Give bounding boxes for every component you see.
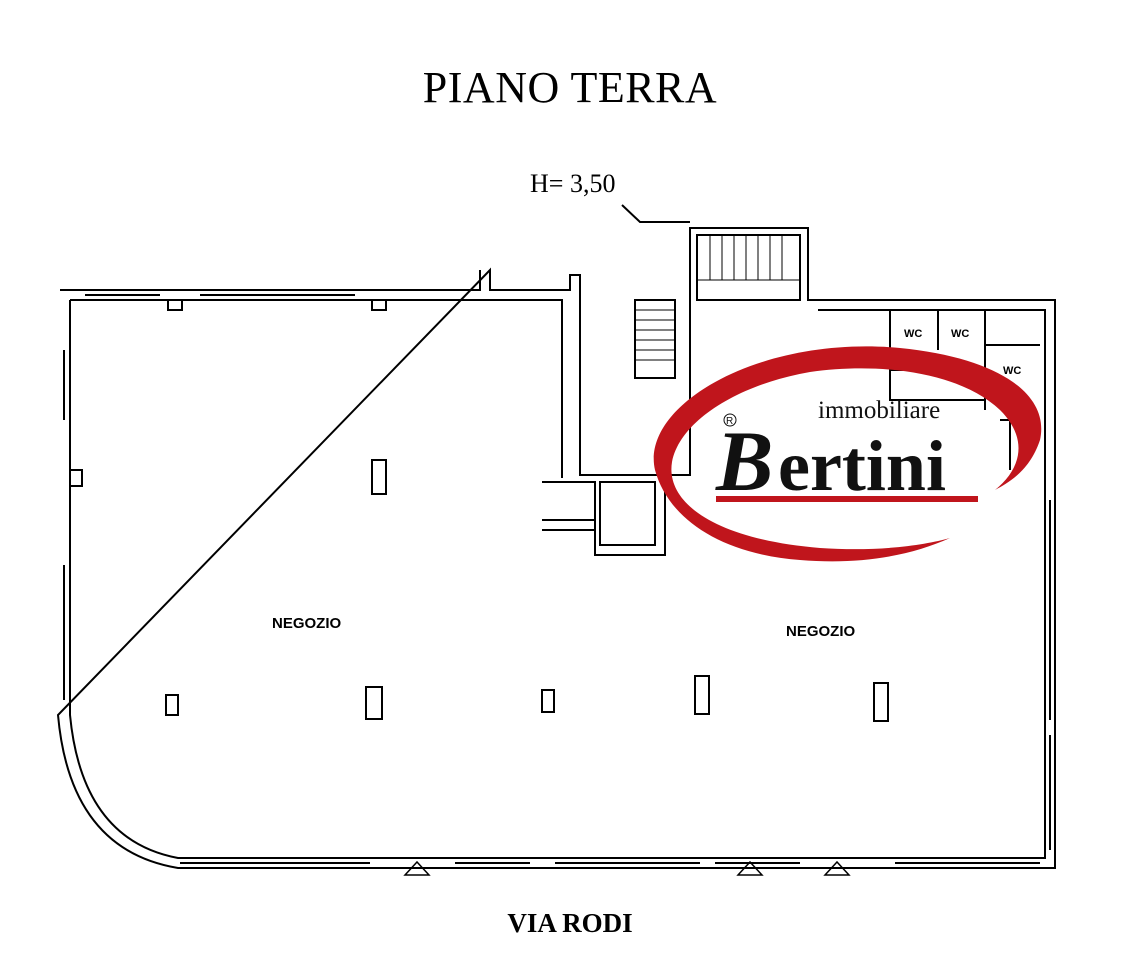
stairs-upper [696, 234, 801, 301]
column [365, 686, 383, 720]
pillar-stub [69, 469, 83, 487]
company-logo: R immobiliare B ertini [653, 346, 1042, 562]
column [165, 694, 179, 716]
room-label-negozio-right: NEGOZIO [786, 623, 856, 640]
service-room [599, 481, 656, 546]
column [371, 459, 387, 495]
entrance-door [736, 860, 764, 876]
svg-text:R: R [726, 416, 733, 427]
wc-label: WC [904, 328, 922, 340]
entrance-door [403, 860, 431, 876]
logo-initial: B [715, 413, 773, 509]
column [541, 689, 555, 713]
outer-wall [56, 227, 1056, 869]
pillar-stub [167, 299, 183, 311]
stair-well-left [634, 299, 676, 379]
entrance-door [823, 860, 851, 876]
column [694, 675, 710, 715]
wc-label: WC [951, 328, 969, 340]
room-label-negozio-left: NEGOZIO [272, 615, 342, 632]
service-block [542, 480, 666, 556]
inner-wall [69, 299, 1046, 859]
wc-label: WC [1003, 365, 1021, 377]
stair-core [579, 204, 690, 475]
page-title: PIANO TERRA [422, 63, 718, 112]
logo-name: ertini [778, 426, 946, 506]
logo-tagline: immobiliare [818, 397, 940, 424]
column [873, 682, 889, 722]
street-label: VIA RODI [507, 908, 633, 938]
pillar-stub [371, 299, 387, 311]
height-note: H= 3,50 [530, 169, 615, 198]
logo-underline [716, 496, 978, 502]
